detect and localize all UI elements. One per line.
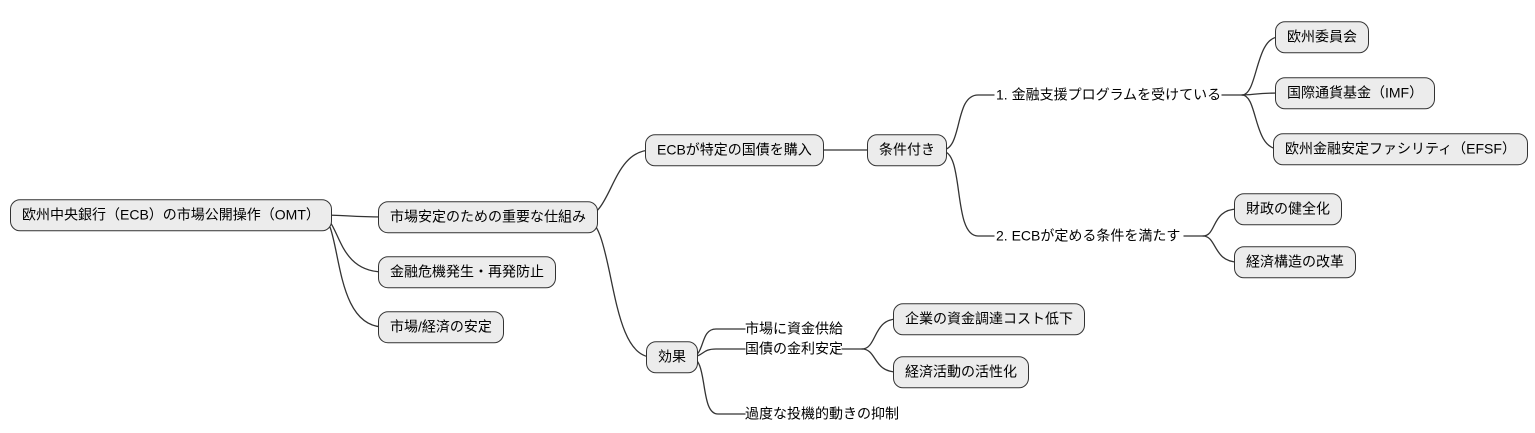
- link-cond1-imf: [1241, 92, 1280, 96]
- link-conditional-cond1: [941, 94, 995, 151]
- link-mechanism-effect: [582, 216, 653, 358]
- link-cond1-commission: [1241, 36, 1280, 96]
- link-rate-activity: [861, 348, 898, 373]
- node-eu-commission: 欧州委員会: [1275, 21, 1369, 53]
- node-effect: 効果: [646, 341, 698, 373]
- link-cond2-fiscal: [1202, 208, 1239, 237]
- node-corp-funding-cost: 企業の資金調達コスト低下: [893, 303, 1085, 335]
- node-root: 欧州中央銀行（ECB）の市場公開操作（OMT）: [10, 199, 332, 231]
- node-funding-supply: 市場に資金供給: [745, 320, 843, 337]
- link-cond2-structural: [1202, 235, 1239, 263]
- node-market-stability: 市場/経済の安定: [378, 311, 504, 343]
- node-mechanism: 市場安定のための重要な仕組み: [378, 201, 598, 233]
- link-rate-corpcost: [861, 318, 898, 350]
- node-conditional: 条件付き: [867, 134, 947, 166]
- node-efsf: 欧州金融安定ファシリティ（EFSF）: [1273, 133, 1528, 165]
- node-rate-stability: 国債の金利安定: [745, 340, 843, 357]
- node-fiscal-soundness: 財政の健全化: [1234, 193, 1342, 225]
- node-imf: 国際通貨基金（IMF）: [1275, 77, 1436, 109]
- node-structural-reform: 経済構造の改革: [1234, 246, 1356, 278]
- node-crisis-prevention: 金融危機発生・再発防止: [378, 256, 556, 288]
- node-speculation-control: 過度な投機的動きの抑制: [745, 405, 899, 422]
- node-bond-purchase: ECBが特定の国債を購入: [645, 134, 824, 166]
- link-cond1-efsf: [1241, 94, 1280, 150]
- link-conditional-cond2: [941, 150, 995, 237]
- node-condition-2: 2. ECBが定める条件を満たす: [996, 227, 1181, 244]
- link-effect-funding: [689, 328, 746, 358]
- node-condition-1: 1. 金融支援プログラムを受けている: [996, 86, 1222, 103]
- link-effect-speculation: [689, 356, 746, 415]
- node-economic-activity: 経済活動の活性化: [893, 356, 1029, 388]
